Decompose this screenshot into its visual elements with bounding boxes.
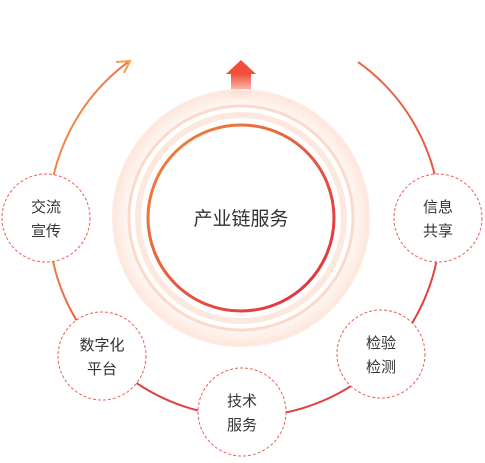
node-jiaoliu-line-1: 交流 — [31, 198, 61, 216]
node-jiaoliu: 交流 宣传 — [1, 173, 91, 263]
cycle-arrowhead — [115, 59, 132, 74]
node-shuzihua: 数字化 平台 — [57, 311, 147, 401]
node-jianyan: 检验 检测 — [336, 309, 426, 399]
center-ring — [146, 123, 336, 313]
node-jianyan-line-2: 检测 — [366, 358, 396, 376]
node-xinxi: 信息 共享 — [393, 173, 483, 263]
node-xinxi-line-2: 共享 — [423, 222, 453, 240]
center-label: 产业链服务 — [193, 208, 288, 230]
node-jishu-line-2: 服务 — [227, 416, 257, 434]
node-shuzihua-line-1: 数字化 — [79, 336, 124, 354]
node-jianyan-line-1: 检验 — [366, 334, 396, 352]
node-shuzihua-line-2: 平台 — [87, 360, 117, 378]
node-jiaoliu-line-2: 宣传 — [31, 222, 61, 240]
node-jishu: 技术 服务 — [197, 367, 287, 457]
node-jishu-line-1: 技术 — [227, 392, 257, 410]
node-xinxi-line-1: 信息 — [423, 198, 453, 216]
